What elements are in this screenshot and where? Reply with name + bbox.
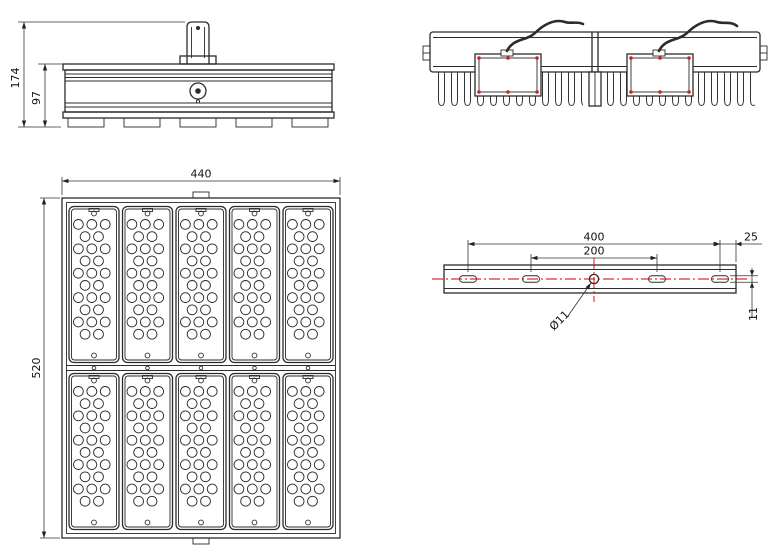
dim-label-440: 440 [191,168,212,181]
mount-slot [711,275,729,283]
led-modules-top [68,205,334,364]
top-view-drawing [422,19,768,110]
bracket-pin [196,26,200,30]
dim-label-200: 200 [584,245,605,258]
junction-box-left [474,49,542,97]
dimension-25: 25 [714,231,762,262]
dimension-total-height: 174 [9,21,185,128]
led-module [282,372,334,531]
power-cable-left [505,19,585,53]
lamp-body [62,63,335,119]
bracket-bar [443,264,737,294]
bracket-view-drawing: 400 200 25 11 Ø11 [432,231,762,333]
centerlines [432,258,750,302]
pivot-knob [189,82,207,104]
dimension-11: 11 [730,268,760,321]
face-view-drawing: 440 520 [30,168,341,545]
bottom-tab [192,537,210,545]
dim-label-11: 11 [747,307,760,321]
center-bracket [588,32,602,107]
hole-callout: Ø11 [547,282,592,333]
bottom-feet [67,117,329,128]
front-view: 174 97 [8,6,353,156]
side-clip-left [422,45,431,61]
led-module [121,372,174,531]
led-modules-bottom [68,372,334,531]
power-cable-right [657,19,739,53]
lamp-frame [61,191,341,545]
side-clip-right [759,45,768,61]
mounting-bracket [179,21,217,65]
led-module [175,205,227,364]
dimension-200: 200 [530,245,658,272]
led-module [228,205,281,364]
dimension-body-height: 97 [30,63,63,127]
dim-label-hole-diameter: Ø11 [547,308,572,333]
front-view-drawing: 174 97 [9,21,335,128]
dim-label-97: 97 [30,91,43,105]
top-view [413,10,769,138]
led-module [121,205,174,364]
led-module [228,372,281,531]
top-tab [192,191,210,199]
led-module [68,372,120,531]
bracket-view: 400 200 25 11 Ø11 [418,222,769,340]
led-module [282,205,334,364]
dim-label-520: 520 [30,358,43,379]
dim-label-25: 25 [744,231,758,244]
junction-box-right [626,49,694,97]
dim-label-174: 174 [9,68,22,89]
led-module [68,205,120,364]
mid-hinge-band [66,365,336,371]
led-module [175,372,227,531]
face-view: 440 520 [28,163,373,553]
dimension-width: 440 [61,168,341,195]
dim-label-400: 400 [584,231,605,244]
dimension-height: 520 [30,197,60,539]
dimension-400: 400 [467,231,721,272]
